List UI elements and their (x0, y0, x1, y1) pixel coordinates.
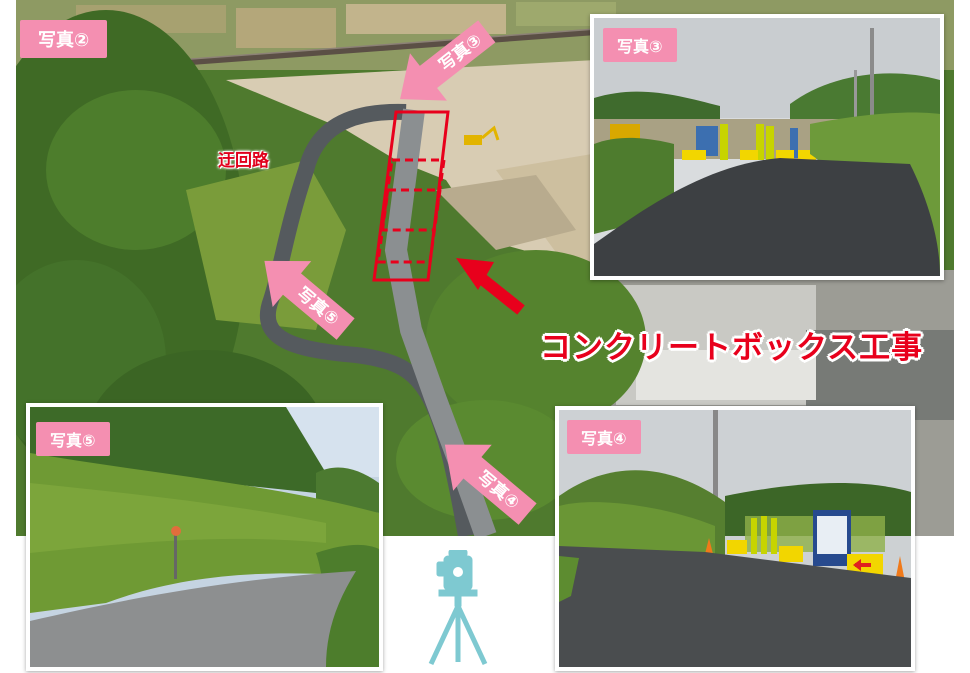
photo5-image (26, 403, 383, 671)
photo4-label: 写真④ (567, 420, 641, 454)
photo2-label: 写真② (20, 20, 108, 58)
photo3-direction-arrow: 写真③ (400, 20, 496, 101)
photo5-direction-arrow: 写真⑤ (264, 260, 355, 340)
photo4-direction-arrow: 写真④ (444, 444, 537, 525)
surveying-instrument-icon (428, 550, 488, 666)
photo5-label: 写真⑤ (36, 422, 110, 456)
concrete-box-work-label: コンクリートボックス工事 (540, 330, 924, 366)
photo3-label: 写真③ (603, 28, 677, 62)
detour-label: 迂回路 (218, 151, 269, 171)
